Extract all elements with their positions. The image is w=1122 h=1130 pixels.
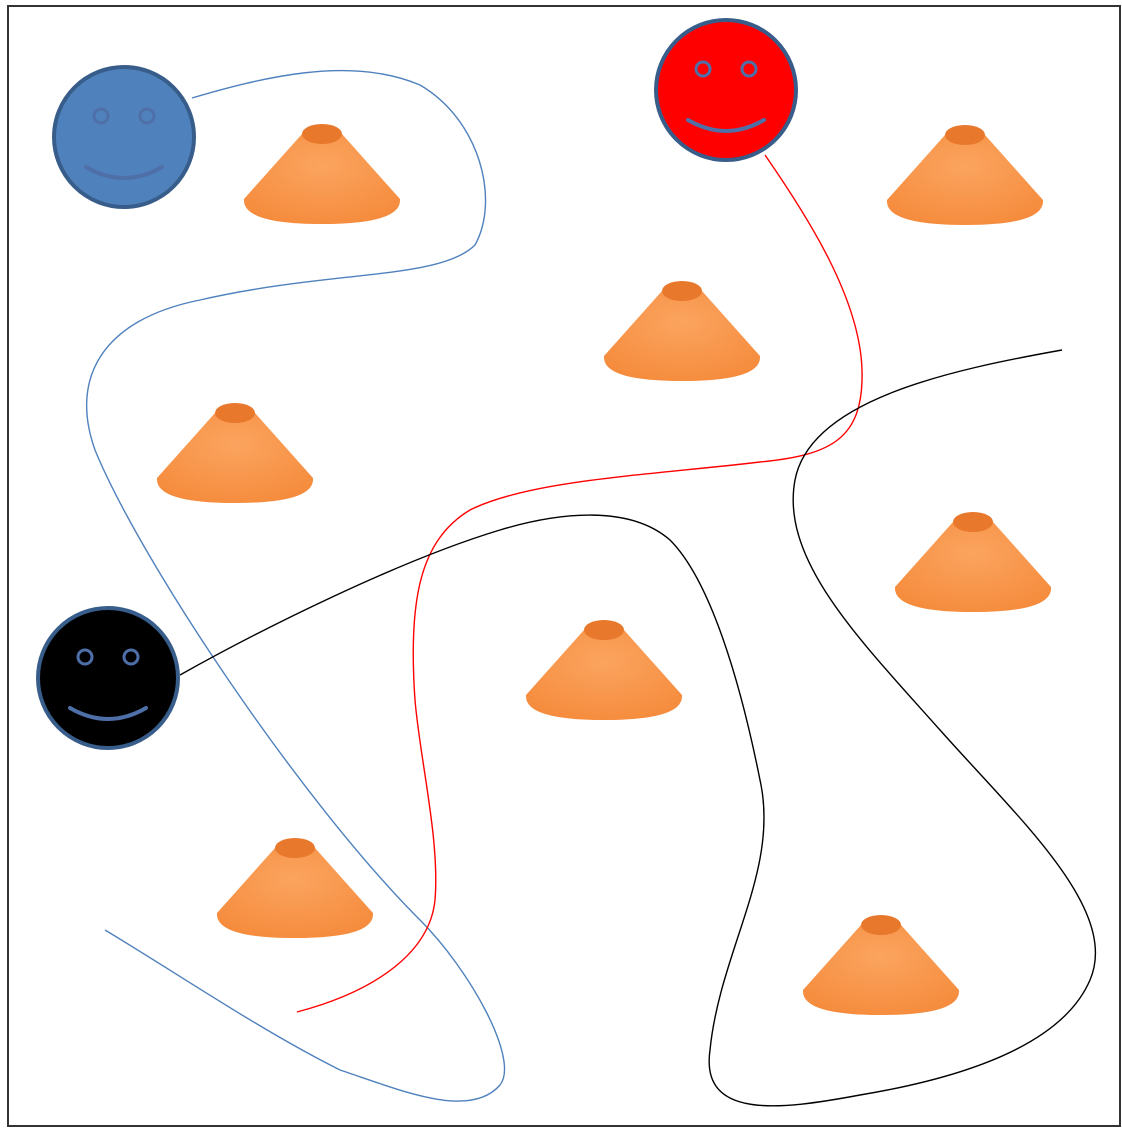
- cone-top: [861, 915, 901, 935]
- face-head: [54, 67, 194, 207]
- cone-top: [275, 838, 315, 858]
- cone-top: [215, 403, 255, 423]
- cone-top: [945, 125, 985, 145]
- blue-smiley-face-icon: [54, 67, 194, 207]
- cone-top: [584, 620, 624, 640]
- cone-top: [662, 281, 702, 301]
- cone-top: [302, 124, 342, 144]
- face-head: [656, 20, 796, 160]
- black-smiley-face-icon: [38, 608, 178, 748]
- red-smiley-face-icon: [656, 20, 796, 160]
- face-head: [38, 608, 178, 748]
- cone-top: [953, 512, 993, 532]
